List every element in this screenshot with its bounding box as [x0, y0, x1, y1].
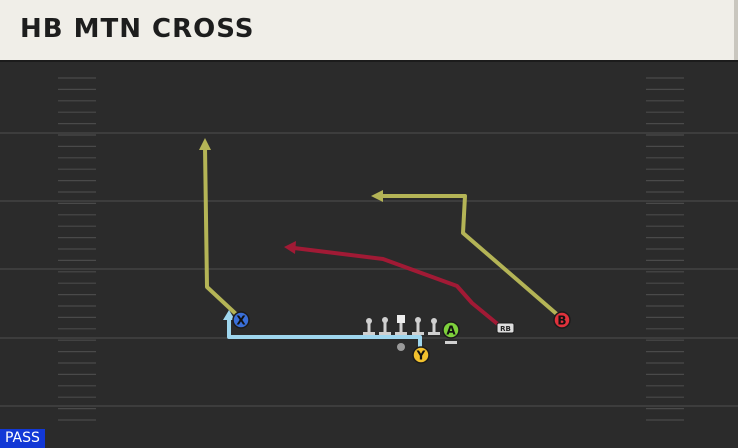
lineman-base-icon [445, 341, 457, 344]
player-b-label: B [557, 314, 566, 328]
route-x-arrow-icon [199, 138, 211, 150]
player-rb[interactable]: RB [496, 322, 515, 334]
lineman-icon [363, 318, 375, 335]
play-type-badge: PASS [0, 429, 45, 448]
quarterback-icon [397, 343, 405, 351]
route-b-arrow-icon [371, 190, 383, 202]
player-y-label: Y [416, 349, 426, 363]
lineman-icon [428, 318, 440, 335]
motion-y [227, 318, 422, 348]
center-icon [395, 315, 407, 335]
routes [199, 138, 561, 348]
lineman-icon [379, 317, 391, 335]
lineman-icon [412, 317, 424, 335]
hash-marks [58, 77, 684, 421]
play-title: HB MTN CROSS [20, 14, 255, 44]
player-rb-label: RB [500, 325, 511, 333]
route-rb-arrow-icon [284, 241, 296, 254]
player-a[interactable]: A [442, 321, 460, 339]
route-b [380, 194, 561, 318]
offensive-line [363, 315, 457, 351]
player-a-label: A [446, 324, 456, 338]
player-y[interactable]: Y [412, 346, 430, 364]
player-x-label: X [236, 314, 246, 328]
motion-y-arrow-icon [223, 310, 235, 320]
route-x [203, 146, 238, 316]
route-rb [293, 246, 502, 328]
yard-lines [0, 132, 738, 407]
player-x[interactable]: X [232, 311, 250, 329]
player-b[interactable]: B [553, 311, 571, 329]
play-title-bar: HB MTN CROSS [0, 0, 738, 60]
